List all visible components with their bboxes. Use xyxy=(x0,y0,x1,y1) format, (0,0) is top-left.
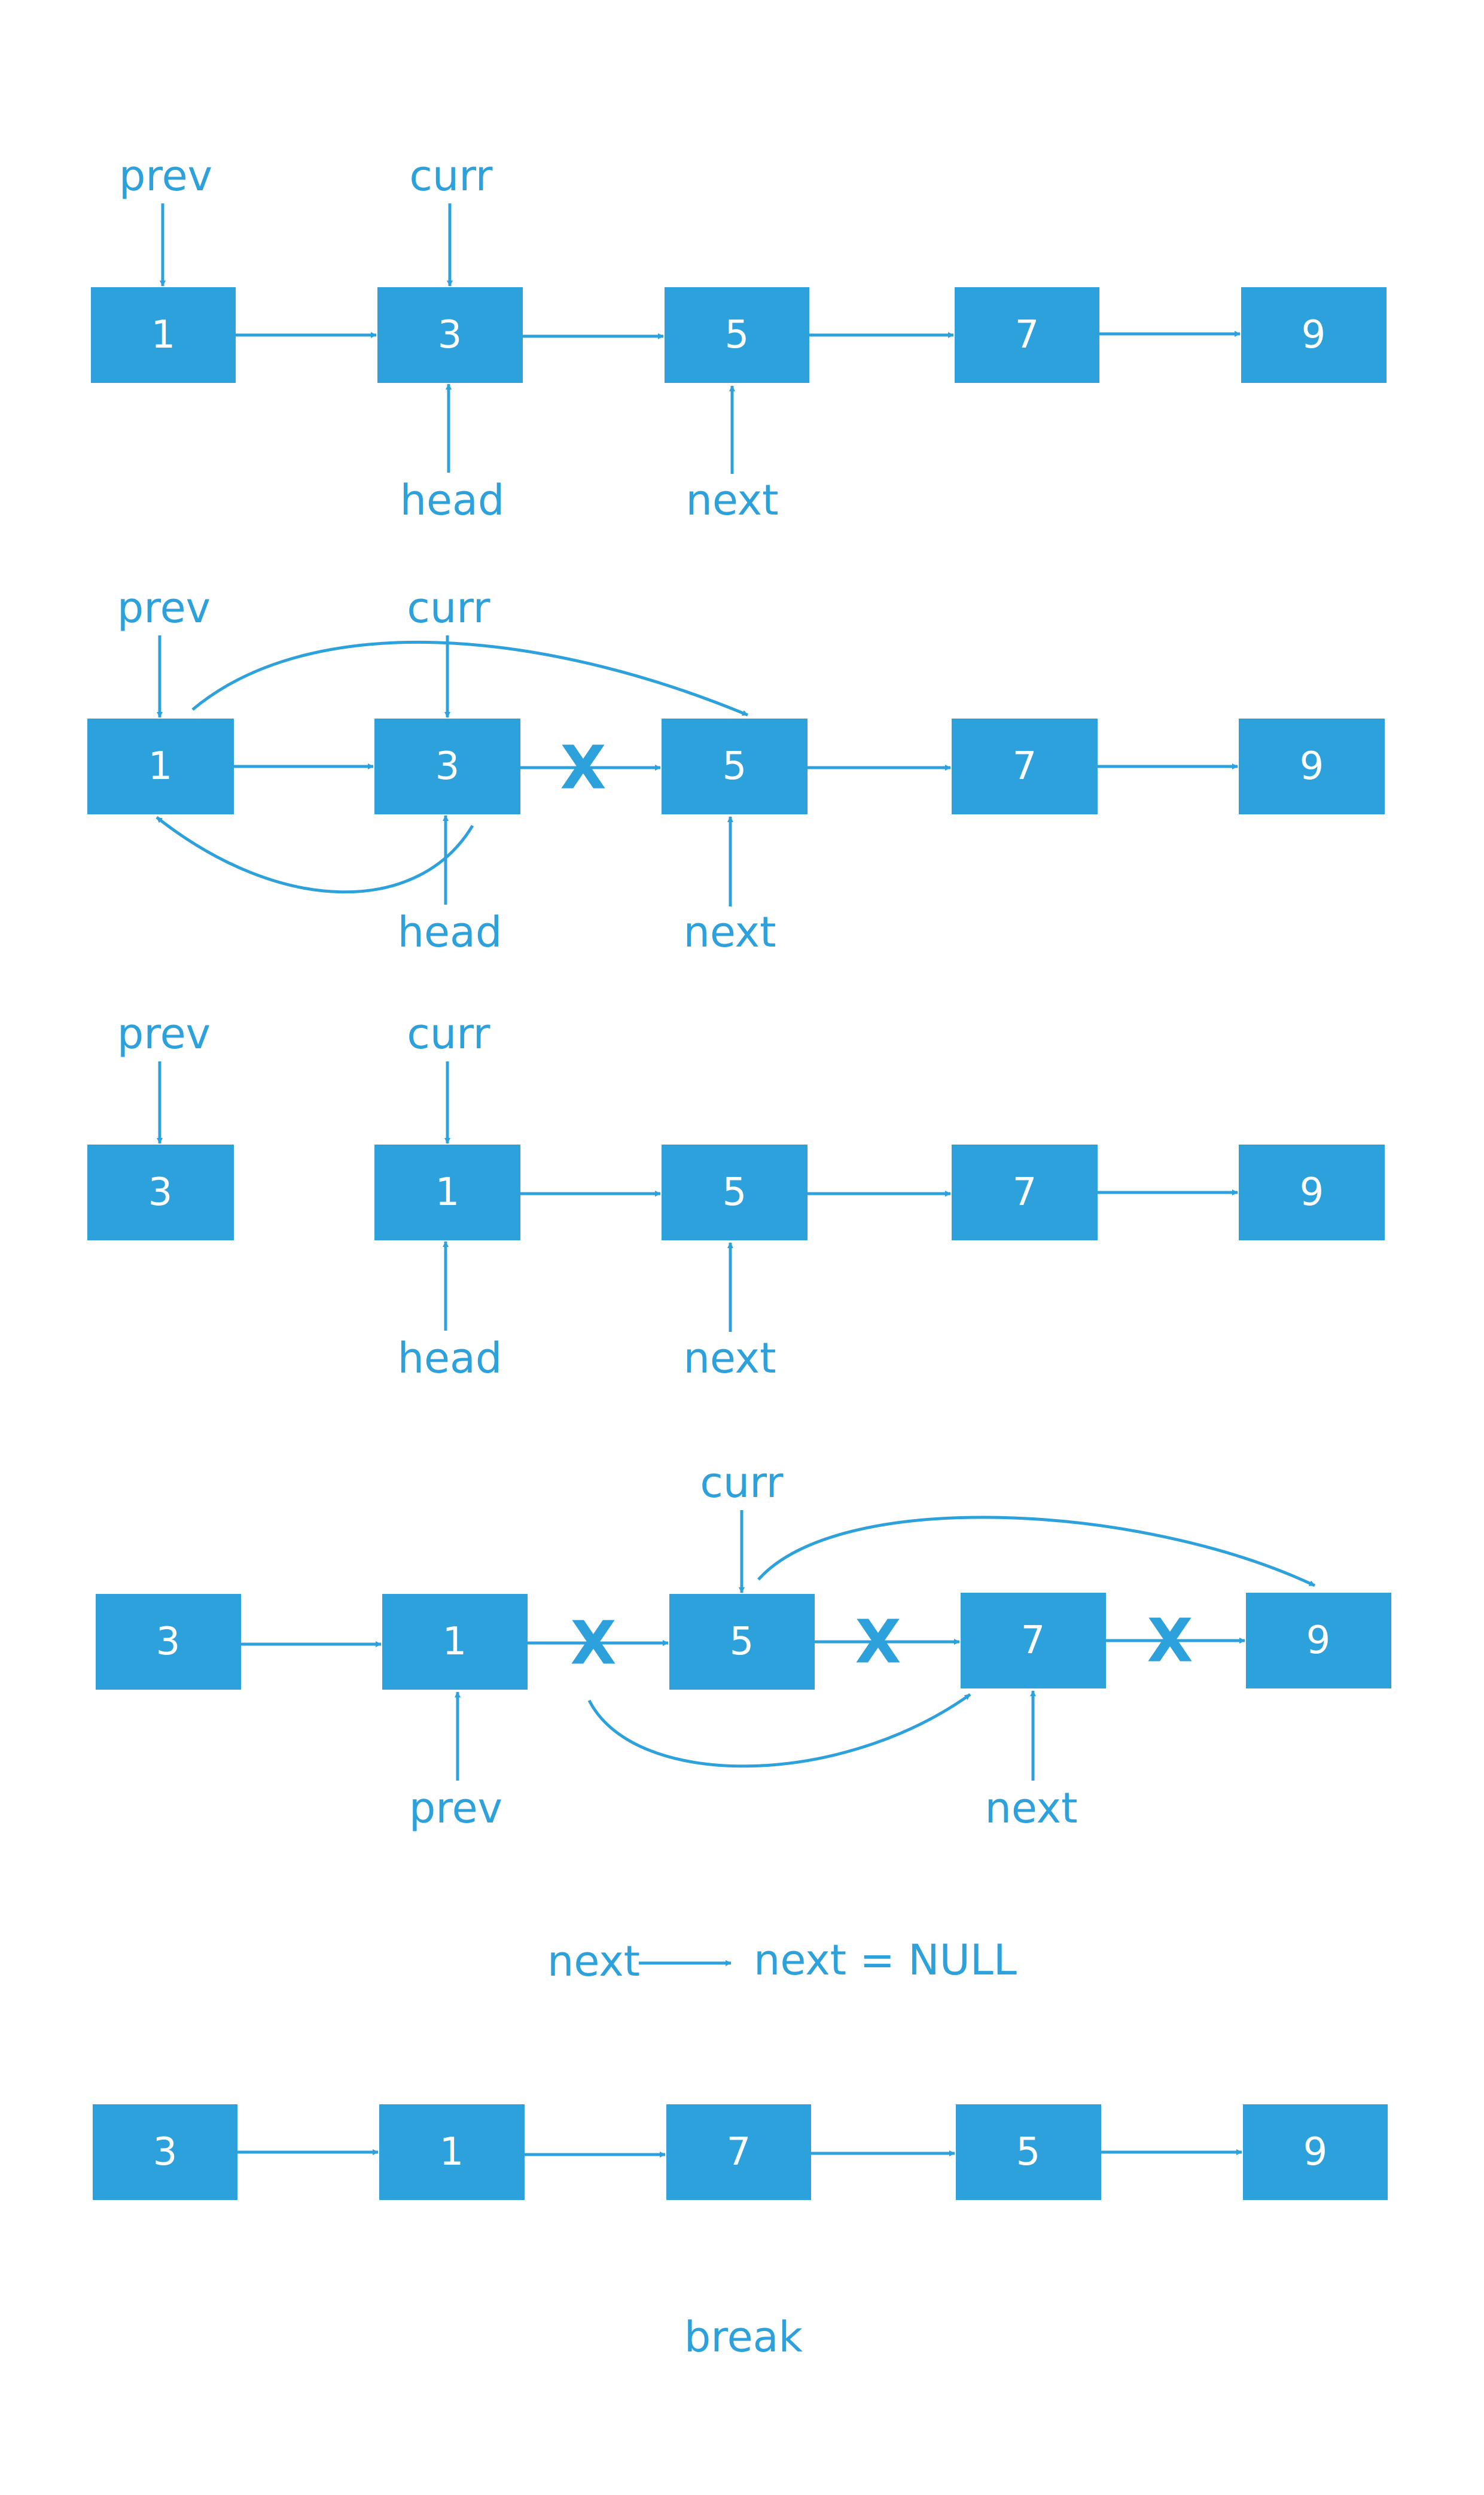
step-3: prev curr 3 1 5 7 9 head next xyxy=(87,1009,1385,1383)
pointer-label-prev: prev xyxy=(117,583,211,632)
caption: next next = NULL xyxy=(547,1936,1017,1986)
node-value: 9 xyxy=(1303,2130,1328,2174)
node-value: 3 xyxy=(148,1170,173,1215)
list-node xyxy=(666,2104,811,2200)
list-node xyxy=(662,1145,807,1240)
list-node xyxy=(662,719,807,814)
list-node xyxy=(952,719,1098,814)
list-node xyxy=(669,1594,815,1690)
list-node xyxy=(377,287,523,383)
node-value: 9 xyxy=(1306,1618,1331,1663)
pointer-label-next: next xyxy=(985,1784,1077,1833)
list-node xyxy=(382,1594,528,1690)
node-value: 3 xyxy=(438,313,462,357)
curved-arrow-3-to-1 xyxy=(156,816,474,894)
node-value: 1 xyxy=(435,1170,460,1215)
list-node xyxy=(91,287,236,383)
list-node xyxy=(665,287,809,383)
list-node xyxy=(1243,2104,1388,2200)
curved-arrow-1-to-7 xyxy=(587,1693,971,1768)
node-value: 1 xyxy=(443,1620,467,1664)
step-4: curr 3 1 5 7 9 X X X prev next xyxy=(96,1458,1391,1833)
list-node xyxy=(374,1145,520,1240)
node-value: 7 xyxy=(1021,1618,1046,1663)
list-node xyxy=(379,2104,525,2200)
node-value: 9 xyxy=(1302,313,1326,357)
pointer-label-curr: curr xyxy=(407,583,490,632)
node-value: 5 xyxy=(1016,2130,1041,2174)
broken-link-x-icon: X xyxy=(570,1608,616,1678)
pointer-label-prev: prev xyxy=(119,151,212,200)
caption-to: next = NULL xyxy=(754,1936,1017,1985)
curved-arrow-1-to-5 xyxy=(191,640,748,717)
broken-link-x-icon: X xyxy=(1147,1606,1193,1676)
node-value: 3 xyxy=(156,1620,181,1664)
pointer-label-head: head xyxy=(398,1334,502,1383)
pointer-label-curr: curr xyxy=(409,151,492,200)
list-node xyxy=(1239,1145,1385,1240)
node-value: 7 xyxy=(1013,1170,1037,1215)
list-node xyxy=(952,1145,1098,1240)
node-value: 5 xyxy=(725,313,749,357)
broken-link-x-icon: X xyxy=(560,733,606,803)
step-1: prev curr 1 3 5 7 9 head next xyxy=(91,151,1387,525)
pointer-label-head: head xyxy=(398,908,502,957)
pointer-label-next: next xyxy=(683,1334,776,1383)
node-value: 5 xyxy=(730,1620,754,1664)
list-node xyxy=(961,1593,1106,1688)
pointer-label-prev: prev xyxy=(117,1009,211,1058)
pointer-label-head: head xyxy=(400,476,505,525)
pointer-label-prev: prev xyxy=(409,1784,502,1833)
list-node xyxy=(87,1145,234,1240)
footer-break-label: break xyxy=(684,2313,803,2362)
broken-link-x-icon: X xyxy=(855,1607,901,1677)
pointer-label-next: next xyxy=(685,476,778,525)
list-node xyxy=(1241,287,1387,383)
node-value: 9 xyxy=(1300,744,1324,789)
node-value: 3 xyxy=(153,2130,178,2174)
pointer-label-next: next xyxy=(683,908,776,957)
node-value: 7 xyxy=(1013,744,1037,789)
list-node xyxy=(93,2104,237,2200)
node-value: 5 xyxy=(723,1170,747,1215)
list-node xyxy=(956,2104,1101,2200)
node-value: 7 xyxy=(727,2130,751,2174)
list-node xyxy=(955,287,1099,383)
node-value: 7 xyxy=(1015,313,1040,357)
list-node xyxy=(374,719,520,814)
final-list: 3 1 7 5 9 xyxy=(93,2104,1388,2200)
node-value: 3 xyxy=(435,744,460,789)
pointer-label-curr: curr xyxy=(407,1009,490,1058)
list-node xyxy=(1246,1593,1391,1688)
list-node xyxy=(96,1594,241,1690)
node-value: 1 xyxy=(440,2130,464,2174)
step-2: prev curr 1 3 5 7 9 X head next xyxy=(87,583,1385,957)
caption-from: next xyxy=(547,1937,640,1986)
pointer-label-curr: curr xyxy=(700,1458,783,1507)
list-node xyxy=(87,719,234,814)
node-value: 1 xyxy=(148,744,173,789)
list-node xyxy=(1239,719,1385,814)
node-value: 9 xyxy=(1300,1170,1324,1215)
curved-arrow-5-to-9 xyxy=(757,1516,1316,1587)
node-value: 1 xyxy=(151,313,176,357)
node-value: 5 xyxy=(723,744,747,789)
